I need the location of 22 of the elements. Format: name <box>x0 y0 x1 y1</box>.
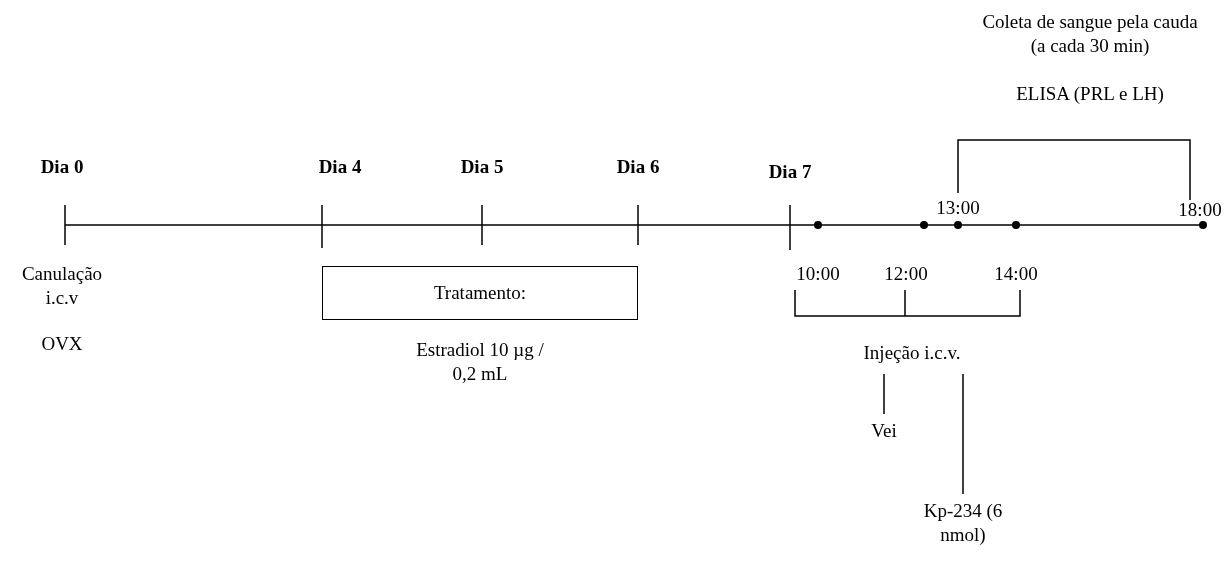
time-label: 14:00 <box>994 262 1038 286</box>
connector-line <box>883 373 885 415</box>
day-label: Dia 7 <box>768 160 812 184</box>
time-label: 18:00 <box>1178 198 1222 222</box>
time-label: 13:00 <box>936 196 980 220</box>
day-label: Dia 4 <box>318 155 362 179</box>
dose-label: Estradiol 10 µg / 0,2 mL <box>415 338 545 386</box>
node-text: Kp-234 (6 nmol) <box>923 498 1003 548</box>
method-label: ELISA (PRL e LH) <box>1016 82 1164 106</box>
process-box <box>322 266 638 320</box>
day-label: Dia 0 <box>40 155 84 179</box>
caption-text: Coleta de sangue pela cauda (a cada 30 min) <box>981 10 1199 58</box>
procedure-label: OVX <box>41 332 83 356</box>
procedure-label: Canulação i.c.v <box>20 262 104 310</box>
time-label: 12:00 <box>884 262 928 286</box>
node-text: Injeção i.c.v. <box>852 340 972 366</box>
time-label: 10:00 <box>796 262 840 286</box>
day-label: Dia 6 <box>616 155 660 179</box>
box-title: Tratamento: <box>433 281 527 305</box>
connector-line <box>962 373 964 495</box>
day-label: Dia 5 <box>460 155 504 179</box>
node-text: Vei <box>866 418 902 444</box>
